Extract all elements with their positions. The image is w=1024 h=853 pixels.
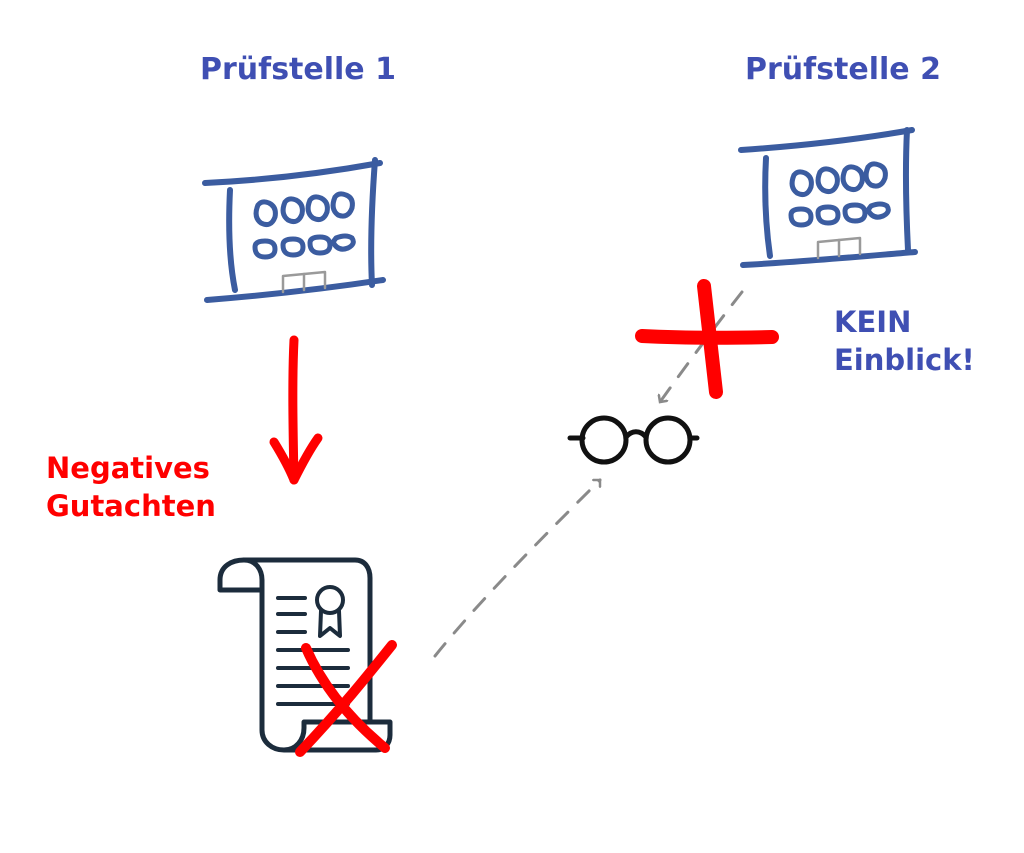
building-2-door-icon bbox=[816, 236, 862, 260]
station-1-label: Prüfstelle 1 bbox=[200, 52, 396, 87]
building-1-icon bbox=[202, 157, 386, 303]
report-to-viewer-arrow bbox=[433, 478, 602, 658]
glasses-icon bbox=[567, 415, 700, 465]
arrow-down-icon bbox=[269, 335, 323, 485]
blocked-cross-icon bbox=[635, 279, 779, 399]
no-access-label: KEIN Einblick! bbox=[834, 305, 975, 377]
building-2-icon bbox=[738, 127, 918, 268]
negative-report-label: Negatives Gutachten bbox=[46, 451, 216, 523]
building-1-door-icon bbox=[281, 270, 327, 294]
station-2-label: Prüfstelle 2 bbox=[745, 52, 941, 87]
cross-mark-icon bbox=[295, 640, 397, 757]
seal-icon bbox=[315, 585, 345, 638]
